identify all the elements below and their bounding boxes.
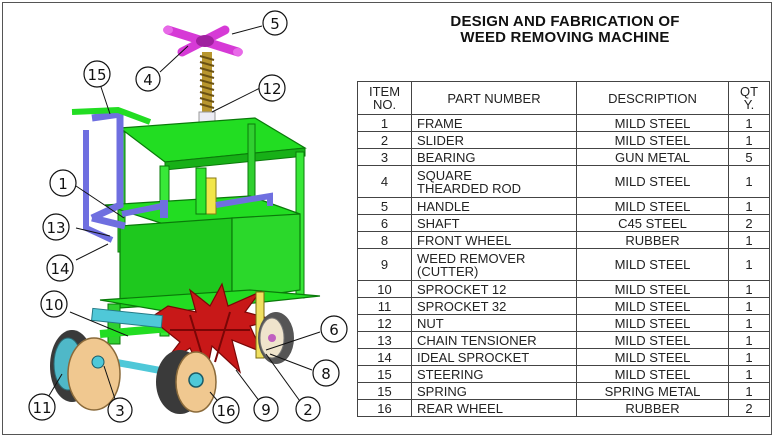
callout-14: 14	[46, 254, 74, 282]
svg-text:1: 1	[58, 175, 68, 193]
svg-text:14: 14	[50, 260, 69, 278]
callout-3: 3	[107, 397, 133, 423]
svg-text:11: 11	[32, 399, 51, 417]
svg-text:15: 15	[87, 66, 106, 84]
callout-11: 11	[28, 393, 56, 421]
callout-10: 10	[40, 290, 68, 318]
callout-16: 16	[212, 396, 240, 424]
handle	[163, 25, 243, 57]
callout-4: 4	[135, 66, 161, 92]
steering	[83, 109, 168, 243]
svg-text:13: 13	[46, 219, 65, 237]
callout-6: 6	[320, 315, 348, 343]
svg-text:6: 6	[329, 321, 339, 339]
svg-text:2: 2	[303, 401, 313, 419]
rear-wheel-left	[50, 330, 121, 411]
svg-text:9: 9	[261, 401, 271, 419]
drawing-title: DESIGN AND FABRICATION OF WEED REMOVING …	[360, 14, 770, 46]
callout-15: 15	[83, 60, 111, 88]
frame	[99, 117, 321, 345]
callout-9: 9	[253, 396, 279, 422]
callout-13: 13	[42, 213, 70, 241]
title-line-1: DESIGN AND FABRICATION OF	[450, 13, 680, 30]
drawing-border	[2, 2, 772, 435]
callout-12: 12	[258, 74, 286, 102]
callout-1: 1	[49, 169, 77, 197]
header-part-number: PART NUMBER	[411, 81, 577, 115]
svg-text:12: 12	[262, 80, 281, 98]
callout-2: 2	[295, 396, 321, 422]
svg-text:4: 4	[143, 71, 153, 89]
callouts: 5 4 15 12 1 13 14 10 6 8 11 3 16 9 2	[28, 10, 348, 424]
svg-text:5: 5	[270, 15, 280, 33]
svg-text:8: 8	[321, 365, 331, 383]
header-description: DESCRIPTION	[576, 81, 729, 115]
square-threaded-rod	[199, 52, 215, 112]
svg-text:16: 16	[216, 402, 235, 420]
machine-illustration: 5 4 15 12 1 13 14 10 6 8 11 3 16 9 2	[28, 10, 348, 424]
title-line-2: WEED REMOVING MACHINE	[460, 29, 670, 46]
svg-text:3: 3	[115, 402, 125, 420]
rear-wheel-right	[156, 350, 217, 414]
callout-8: 8	[312, 359, 340, 387]
svg-text:10: 10	[44, 296, 63, 314]
callout-5: 5	[262, 10, 288, 36]
front-wheel	[258, 312, 294, 364]
